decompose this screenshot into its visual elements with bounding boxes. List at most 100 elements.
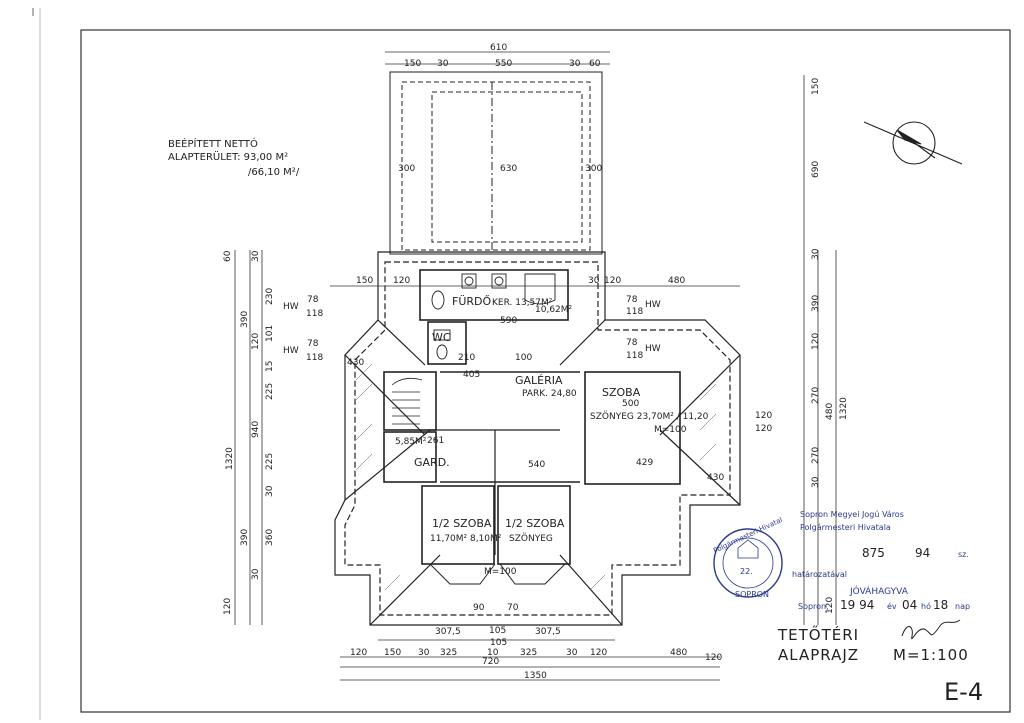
- room-half-szoba-2: 1/2 SZOBA: [505, 517, 565, 530]
- dim-left-30c: 30: [251, 568, 261, 580]
- stamp-ring-text: Polgármesteri Hivatal: [712, 516, 784, 555]
- dim-right-390: 390: [811, 295, 821, 312]
- stamp-number: 22.: [740, 567, 753, 576]
- dim-bottom-105: 105: [490, 638, 507, 648]
- dim-right-120a: 120: [811, 333, 821, 350]
- title-line1: TETŐTÉRI: [777, 624, 859, 644]
- dim-top-30a: 30: [437, 59, 449, 69]
- staircase: [391, 377, 423, 425]
- dim-left-30b: 30: [265, 485, 275, 497]
- hw-marker-2: HW: [283, 346, 299, 356]
- approval-month-suffix: hó: [921, 601, 931, 611]
- dim-r2-325b: 325: [520, 648, 537, 658]
- hw-marker-1: HW: [283, 302, 299, 312]
- dim-r2-30b: 30: [566, 648, 578, 658]
- dim-right-480: 480: [825, 403, 835, 420]
- reg-year: 94: [915, 546, 930, 560]
- dim-left-1320: 1320: [225, 447, 235, 470]
- room-half-szoba-1-area: 11,70M² 8,10M²: [430, 534, 502, 544]
- approval-line1: Sopron Megyei Jogú Város: [800, 510, 904, 519]
- dim-bottom-3075a: 307,5: [435, 627, 461, 637]
- north-arrow-icon: [863, 121, 963, 165]
- interior-walls: [383, 269, 681, 565]
- dim-top-590: 590: [500, 316, 517, 326]
- dim-top-30b: 30: [569, 59, 581, 69]
- dim-upper-480: 480: [668, 276, 685, 286]
- room-furdo-ker: KER. 13,57M²: [492, 298, 553, 308]
- dimension-lines: [234, 51, 837, 681]
- approval-year: 19 94: [840, 598, 874, 612]
- left-dimensions: 60 30 390 230 120 101 15 225 940 1320 22…: [223, 250, 275, 615]
- dim-right-30a: 30: [811, 248, 821, 260]
- dim-top-150: 150: [404, 59, 421, 69]
- title-scale: M=1:100: [893, 646, 969, 664]
- dim-left-60: 60: [223, 250, 233, 262]
- dim-left-390a: 390: [240, 311, 250, 328]
- dim-top-610: 610: [490, 43, 507, 53]
- dim-r2-120a: 120: [350, 648, 367, 658]
- dim-r2-120c: 120: [705, 653, 722, 663]
- dim-70: 70: [507, 603, 519, 613]
- hw-118-2: 118: [306, 353, 323, 363]
- right-dimensions: 150 690 30 390 120 270 480 1320 270 30 1…: [811, 78, 849, 614]
- approval-line3: határozatával: [792, 570, 847, 579]
- dim-left-230: 230: [265, 288, 275, 305]
- room-szoba-area: SZÖNYEG 23,70M² / 11,20: [590, 411, 709, 422]
- dim-left-120b: 120: [223, 598, 233, 615]
- dim-105-inner: 105: [489, 626, 506, 636]
- dim-261: 261: [427, 436, 444, 446]
- dim-r3-720: 720: [482, 657, 499, 667]
- dim-left-225b: 225: [265, 453, 275, 470]
- dim-top-550: 550: [495, 59, 512, 69]
- dim-120-right-b: 120: [755, 424, 772, 434]
- drawing-frame: [80, 29, 1011, 713]
- municipal-stamp: Polgármesteri Hivatal SOPRON 22.: [712, 516, 784, 599]
- hw-118-1: 118: [306, 309, 323, 319]
- dim-upper-120a: 120: [393, 276, 410, 286]
- dim-left-940: 940: [251, 421, 261, 438]
- hw-118-3: 118: [626, 307, 643, 317]
- dim-r2-10: 10: [487, 648, 499, 658]
- dim-90: 90: [473, 603, 485, 613]
- dim-100: 100: [515, 353, 532, 363]
- approval-day-suffix: nap: [955, 602, 970, 611]
- dim-upper-120b: 120: [604, 276, 621, 286]
- approved-label: JÓVÁHAGYVA: [849, 585, 909, 597]
- dim-top-60: 60: [589, 59, 601, 69]
- room-furdo-area: 10,62M²: [535, 305, 573, 315]
- dim-right-1320: 1320: [839, 397, 849, 420]
- approval-month: 04: [902, 598, 917, 612]
- dim-r2-30a: 30: [418, 648, 430, 658]
- approval-place: Sopron,: [798, 602, 829, 611]
- room-half-szoba-2-area: SZÖNYEG: [509, 533, 553, 544]
- dim-bottom-3075b: 307,5: [535, 627, 561, 637]
- dim-right-120b: 120: [825, 597, 835, 614]
- reg-suffix: sz.: [958, 550, 969, 559]
- dim-left-390b: 390: [240, 529, 250, 546]
- roof-hatching: [355, 363, 717, 591]
- dim-430a: 430: [347, 358, 364, 368]
- room-wc: WC: [432, 331, 451, 344]
- dim-210: 210: [458, 353, 475, 363]
- signature: [901, 619, 961, 639]
- reg-number: 875: [862, 546, 885, 560]
- area-line2: ALAPTERÜLET: 93,00 M²: [168, 150, 288, 163]
- stamp-city: SOPRON: [735, 590, 769, 599]
- area-line3: /66,10 M²/: [248, 167, 300, 178]
- dim-r2-325a: 325: [440, 648, 457, 658]
- hw-78-2: 78: [307, 339, 319, 349]
- dim-429: 429: [636, 458, 653, 468]
- dim-upper-30: 30: [588, 276, 600, 286]
- dim-right-690: 690: [811, 161, 821, 178]
- room-szoba: SZOBA: [602, 386, 641, 399]
- dim-left-360: 360: [265, 529, 275, 546]
- dim-right-30b: 30: [811, 476, 821, 488]
- room-galeria: GALÉRIA: [515, 374, 563, 387]
- room-half-szoba-1: 1/2 SZOBA: [432, 517, 492, 530]
- dim-500: 500: [622, 399, 639, 409]
- approval-day: 18: [933, 598, 948, 612]
- hw-78-1: 78: [307, 295, 319, 305]
- dim-430b: 430: [707, 473, 724, 483]
- dim-300b: 300: [585, 164, 602, 174]
- dim-r4-1350: 1350: [524, 671, 547, 681]
